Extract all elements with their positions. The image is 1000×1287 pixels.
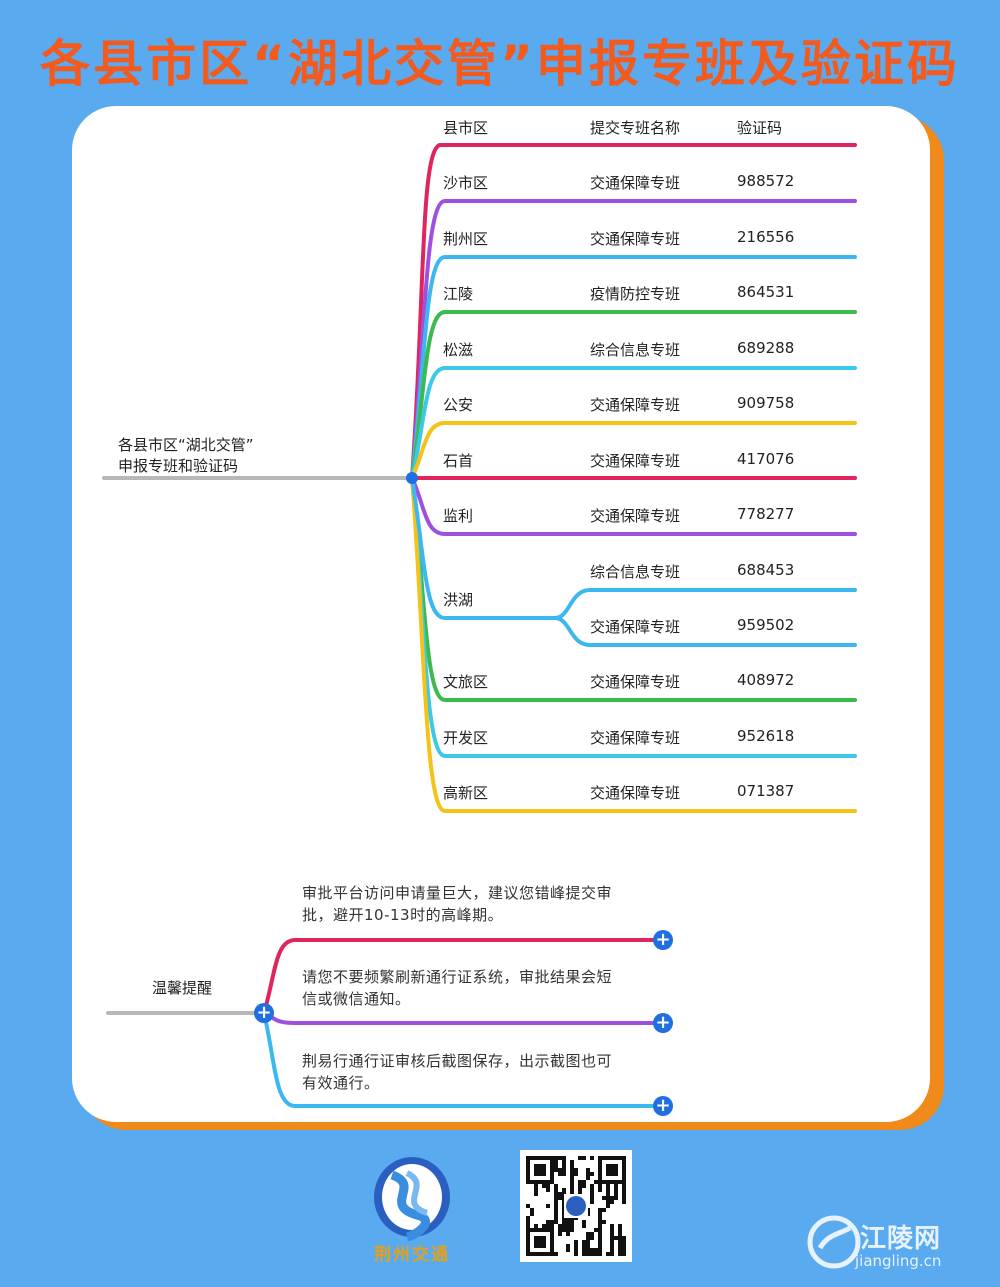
mindmap-card	[72, 106, 930, 1122]
row-code: 071387	[737, 782, 795, 800]
tip-1-line2: 批，避开10-13时的高峰期。	[302, 906, 504, 924]
row-district: 高新区	[443, 784, 489, 802]
jiangling-logo-icon	[807, 1215, 861, 1269]
row-district: 荆州区	[443, 230, 489, 248]
honghu-sub-branch	[553, 588, 857, 620]
row-district: 文旅区	[443, 673, 489, 691]
row-branch	[410, 421, 857, 480]
row-team: 交通保障专班	[590, 230, 681, 248]
row-code: 689288	[737, 339, 795, 357]
expand-tip-1-icon[interactable]: +	[653, 930, 673, 950]
honghu-branch	[410, 476, 557, 620]
watermark-url: jiangling.cn	[855, 1252, 942, 1270]
expand-tips-icon[interactable]: +	[254, 1003, 274, 1023]
tip-1-line1: 审批平台访问申请量巨大，建议您错峰提交审	[302, 884, 613, 902]
row-team: 交通保障专班	[590, 729, 681, 747]
row-code: 988572	[737, 172, 795, 190]
tip-branch	[262, 938, 657, 1015]
root-label-line2: 申报专班和验证码	[118, 457, 239, 475]
tip-1: 审批平台访问申请量巨大，建议您错峰提交审 批，避开10-13时的高峰期。	[302, 882, 612, 926]
row-district: 松滋	[443, 341, 474, 359]
header-district: 县市区	[443, 119, 489, 137]
tip-2-line1: 请您不要频繁刷新通行证系统，审批结果会短	[302, 968, 613, 986]
tip-branch	[262, 1011, 657, 1025]
expand-tip-3-icon[interactable]: +	[653, 1096, 673, 1116]
row-team: 交通保障专班	[590, 618, 681, 636]
tips-title: 温馨提醒	[152, 979, 213, 997]
row-code: 864531	[737, 283, 795, 301]
row-team: 交通保障专班	[590, 673, 681, 691]
row-code: 909758	[737, 394, 795, 412]
row-code: 408972	[737, 671, 795, 689]
header-code: 验证码	[737, 119, 783, 137]
row-team: 综合信息专班	[590, 563, 681, 581]
tip-3-line1: 荆易行通行证审核后截图保存，出示截图也可	[302, 1052, 613, 1070]
row-team: 疫情防控专班	[590, 285, 681, 303]
row-code: 688453	[737, 561, 795, 579]
qr-code[interactable]	[520, 1150, 632, 1262]
tip-2-line2: 信或微信通知。	[302, 990, 411, 1008]
row-district: 监利	[443, 507, 474, 525]
row-team: 交通保障专班	[590, 396, 681, 414]
expand-tip-2-icon[interactable]: +	[653, 1013, 673, 1033]
watermark-name: 江陵网	[860, 1224, 942, 1254]
root-node	[406, 472, 418, 484]
row-district: 开发区	[443, 729, 489, 747]
row-team: 交通保障专班	[590, 452, 681, 470]
row-code: 216556	[737, 228, 795, 246]
logo-text: 荆州交通	[374, 1245, 450, 1265]
row-district: 江陵	[443, 285, 474, 303]
row-team: 综合信息专班	[590, 341, 681, 359]
page-title: 各县市区“湖北交管”申报专班及验证码	[40, 35, 960, 93]
row-code: 952618	[737, 727, 795, 745]
row-district: 沙市区	[443, 174, 489, 192]
header-team: 提交专班名称	[590, 119, 681, 137]
tip-3: 荆易行通行证审核后截图保存，出示截图也可 有效通行。	[302, 1050, 612, 1094]
row-branch	[410, 366, 857, 480]
tip-branch	[262, 1011, 657, 1108]
tip-3-line2: 有效通行。	[302, 1074, 380, 1092]
row-branch	[410, 476, 857, 536]
tip-2: 请您不要频繁刷新通行证系统，审批结果会短 信或微信通知。	[302, 966, 612, 1010]
jingzhou-transport-logo	[374, 1157, 450, 1242]
row-code: 959502	[737, 616, 795, 634]
row-district: 公安	[443, 396, 474, 414]
row-district: 洪湖	[443, 591, 474, 609]
honghu-sub-branch	[553, 616, 857, 647]
row-team: 交通保障专班	[590, 507, 681, 525]
root-label-line1: 各县市区“湖北交管”	[118, 436, 254, 454]
row-team: 交通保障专班	[590, 174, 681, 192]
row-district: 石首	[443, 452, 474, 470]
row-team: 交通保障专班	[590, 784, 681, 802]
row-code: 417076	[737, 450, 795, 468]
row-code: 778277	[737, 505, 795, 523]
row-branch	[410, 476, 857, 813]
